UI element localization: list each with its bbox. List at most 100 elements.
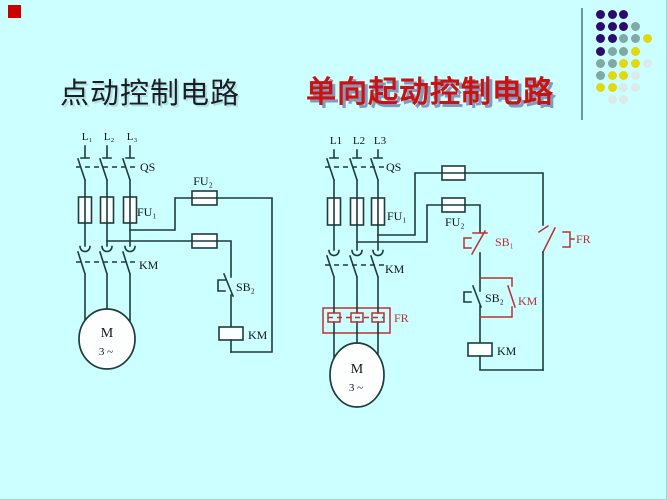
km-coil-label: KM [248,328,268,342]
left-circuit-diagram: L₁ L₂ L₃ QS FU₁ KM M 3 ~ [76,131,273,370]
fu2-label: FU₂ [445,215,465,229]
km-aux-contact [479,285,516,318]
phase-label-l3: L3 [374,135,387,147]
qs-switch-pole [76,145,90,198]
deco-dot [607,58,617,68]
fuse-wire [84,196,131,224]
deco-dot [619,58,629,68]
qs-switch-pole [325,149,339,199]
motor [329,342,385,408]
deco-dot [607,22,617,32]
km-coil [218,326,244,341]
qs-label: QS [386,160,401,174]
deco-line [581,8,583,120]
km-main-contact [121,245,136,323]
deco-dot [596,58,605,68]
left-control-circuit: FU₂ SB₂ KM [106,174,273,353]
deco-dot [596,71,605,80]
deco-dot [631,34,641,44]
sb1-label: SB₁ [495,235,514,249]
control-wire [216,240,232,278]
fr-contact [537,224,575,254]
left-power-circuit: L₁ L₂ L₃ QS FU₁ KM M 3 ~ [76,131,159,370]
deco-dot [619,71,629,80]
fuse-wire [333,197,379,226]
motor-letter: M [101,326,114,341]
km-main-contact [325,249,340,309]
deco-dot [596,46,605,56]
motor [78,308,136,370]
fr-element-wire [333,307,379,334]
deco-dot [619,10,629,19]
latch-branch-wire [479,277,513,287]
deco-dot [642,58,652,68]
left-title: 点动控制电路 [60,78,241,110]
fr-box-label: FR [394,311,409,325]
sb2-label: SB₂ [236,280,255,294]
right-power-circuit: L1 L2 L3 QS FU₁ KM [322,135,409,408]
qs-switch-pole [98,145,112,198]
phase-label-l2: L2 [353,135,365,147]
sb2-button [217,272,235,328]
control-wire [377,172,443,236]
deco-dot [642,34,652,44]
phase-wire [84,222,131,247]
deco-dot [607,83,617,93]
km-main-contact [98,245,113,310]
deco-dot [596,34,605,44]
sb2-label: SB₂ [485,291,504,305]
qs-label: QS [140,160,155,174]
km-main-label: KM [385,262,405,276]
phase-label-l3: L₃ [127,131,138,143]
sb1-button [463,229,488,256]
fu1-label: FU₁ [387,209,407,223]
km-aux-label: KM [518,294,538,308]
deco-dot [596,10,605,19]
deco-dot [631,71,641,80]
control-wire [216,197,273,353]
fr-contact-label: FR [576,232,591,246]
deco-dot [607,10,617,19]
deco-dot [607,34,617,44]
deco-dots [596,10,662,118]
phase-label-l1: L₁ [82,131,93,143]
control-wire [356,204,443,243]
control-wire [464,204,481,233]
motor-letter: M [351,362,364,377]
km-main-label: KM [139,258,159,272]
deco-dot [619,34,629,44]
deco-dot [607,71,617,80]
phase-label-l2: L₂ [104,131,115,143]
deco-dot [596,83,605,93]
deco-dot [619,22,629,32]
deco-dot [607,95,617,105]
fu1-label: FU₁ [137,205,157,219]
control-wire [479,355,544,371]
deco-dot [631,83,641,93]
right-circuit-diagram: L1 L2 L3 QS FU₁ KM [322,135,591,408]
km-coil [467,342,493,357]
motor-phase: 3 ~ [99,346,113,358]
km-main-contact [348,249,363,309]
phase-label-l1: L1 [330,135,342,147]
sb2-button [463,284,483,344]
deco-dot [631,22,641,32]
deco-dot [619,83,629,93]
motor-phase: 3 ~ [349,382,363,394]
deco-dot [619,95,629,105]
right-title: 单向起动控制电路 [306,76,554,109]
motor-lead [333,332,379,360]
km-coil-label: KM [497,344,517,358]
qs-switch-pole [348,149,362,199]
phase-wire [333,224,379,251]
right-control-circuit: FU₂ SB₁ SB₂ KM KM FR [356,165,591,371]
km-main-contact [76,245,91,321]
deco-dot [607,46,617,56]
control-wire [464,172,544,226]
corner-marker [8,5,21,18]
deco-dot [619,46,629,56]
control-wire [129,197,193,231]
deco-dot [631,58,641,68]
qs-switch-pole [369,149,383,199]
